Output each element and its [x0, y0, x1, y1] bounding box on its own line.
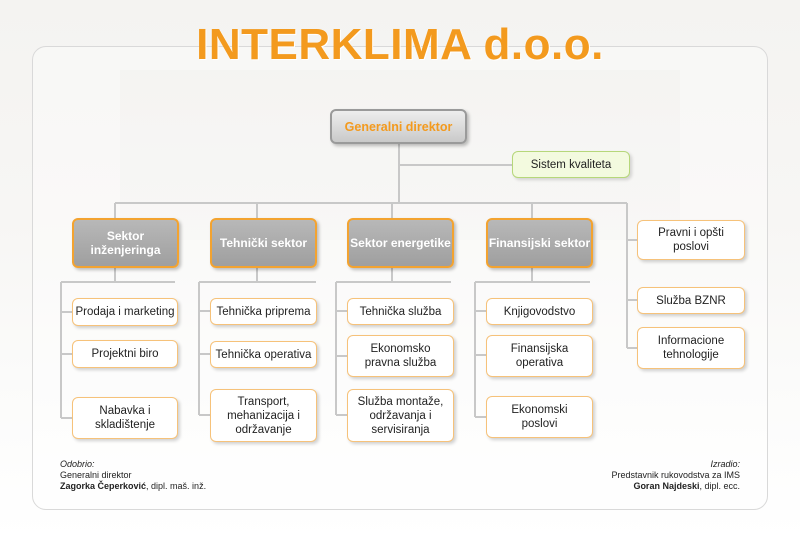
node-unit-economic-legal-service[interactable]: Ekonomsko pravna služba [347, 335, 454, 377]
approved-name: Zagorka Čeperković [60, 481, 147, 491]
node-unit-technical-service[interactable]: Tehnička služba [347, 298, 454, 325]
signature-approved: Odobrio: Generalni direktor Zagorka Čepe… [60, 459, 206, 492]
approved-title: , dipl. maš. inž. [146, 481, 207, 491]
prepared-name: Goran Najdeski [633, 481, 700, 491]
node-unit-design-bureau[interactable]: Projektni biro [72, 340, 178, 368]
node-sector-energy[interactable]: Sektor energetike [347, 218, 454, 268]
node-unit-installation-service[interactable]: Služba montaže, održavanja i servisiranj… [347, 389, 454, 442]
node-unit-information-technology[interactable]: Informacione tehnologije [637, 327, 745, 369]
prepared-label: Izradio: [710, 459, 740, 469]
node-unit-procurement-storage[interactable]: Nabavka i skladištenje [72, 397, 178, 439]
prepared-title: , dipl. ecc. [699, 481, 740, 491]
node-unit-safety-bznr[interactable]: Služba BZNR [637, 287, 745, 314]
signature-prepared: Izradio: Predstavnik rukovodstva za IMS … [611, 459, 740, 492]
company-title: INTERKLIMA d.o.o. [196, 20, 604, 69]
prepared-role: Predstavnik rukovodstva za IMS [611, 470, 740, 480]
node-sector-technical[interactable]: Tehnički sektor [210, 218, 317, 268]
approved-label: Odobrio: [60, 459, 95, 469]
node-unit-legal-general[interactable]: Pravni i opšti poslovi [637, 220, 745, 260]
node-general-director[interactable]: Generalni direktor [330, 109, 467, 144]
node-sector-engineering[interactable]: Sektor inženjeringa [72, 218, 179, 268]
node-unit-financial-operations[interactable]: Finansijska operativa [486, 335, 593, 377]
node-quality-system[interactable]: Sistem kvaliteta [512, 151, 630, 178]
node-unit-accounting[interactable]: Knjigovodstvo [486, 298, 593, 325]
node-unit-sales-marketing[interactable]: Prodaja i marketing [72, 298, 178, 326]
node-unit-economic-affairs[interactable]: Ekonomski poslovi [486, 396, 593, 438]
node-unit-technical-operations[interactable]: Tehnička operativa [210, 341, 317, 368]
approved-role: Generalni direktor [60, 470, 132, 480]
node-sector-finance[interactable]: Finansijski sektor [486, 218, 593, 268]
node-unit-technical-preparation[interactable]: Tehnička priprema [210, 298, 317, 325]
node-unit-transport-maintenance[interactable]: Transport, mehanizacija i održavanje [210, 389, 317, 442]
